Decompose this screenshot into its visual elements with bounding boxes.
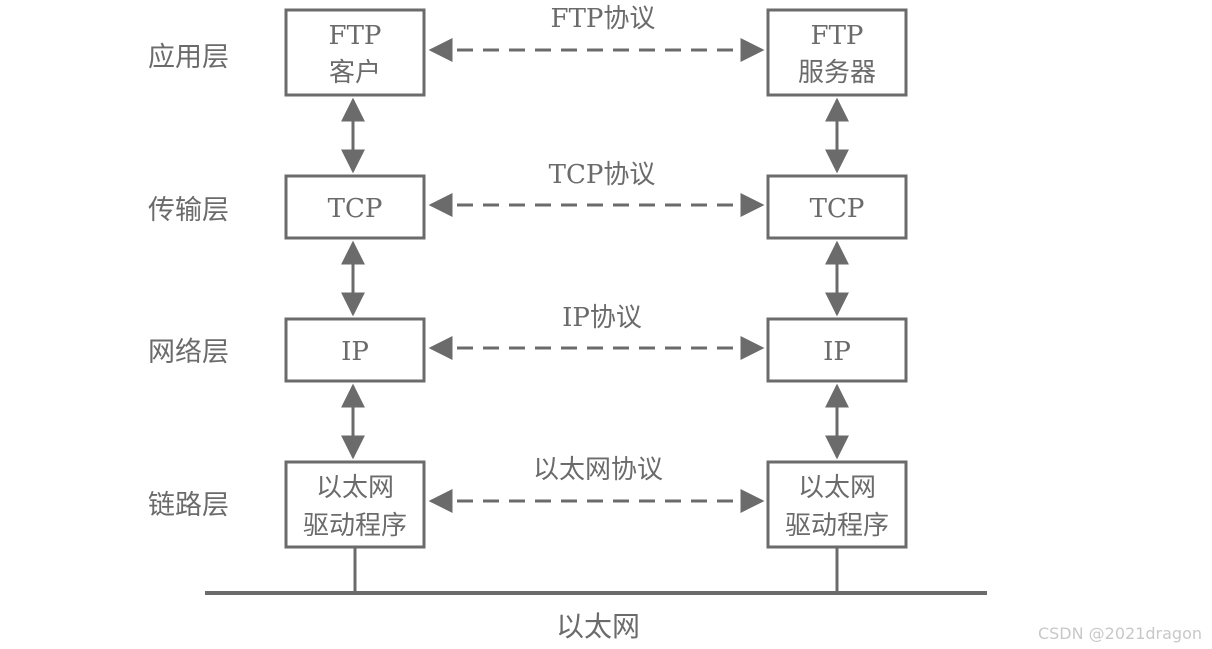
protocol-label-ftp: FTP协议	[551, 4, 656, 34]
protocol-label-ethernet: 以太网协议	[533, 455, 663, 485]
ethernet-driver-right-line2: 驱动程序	[785, 511, 889, 541]
tcp-left-text: TCP	[328, 194, 383, 224]
ftp-client-line2: 客户	[329, 58, 381, 88]
tcp-left-box	[284, 174, 426, 240]
ethernet-driver-left-line2: 驱动程序	[303, 511, 407, 541]
protocol-label-ip: IP协议	[562, 303, 642, 333]
layer-label-application: 应用层	[148, 42, 229, 73]
watermark: CSDN @2021dragon	[1037, 624, 1202, 643]
ethernet-driver-left-line1: 以太网	[316, 473, 394, 503]
ftp-server-box	[766, 8, 908, 97]
ip-left-box	[284, 317, 426, 383]
tcp-right-text: TCP	[810, 194, 865, 224]
ftp-server-line1: FTP	[811, 21, 864, 51]
protocol-label-tcp: TCP协议	[549, 160, 656, 190]
ftp-client-box	[284, 8, 426, 97]
ftp-client-line1: FTP	[329, 21, 382, 51]
layer-label-link: 链路层	[148, 490, 229, 521]
layer-label-network: 网络层	[148, 337, 229, 368]
tcp-right-box	[766, 174, 908, 240]
ip-right-box	[766, 317, 908, 383]
layer-label-transport: 传输层	[148, 195, 229, 226]
ftp-server-line2: 服务器	[798, 58, 876, 88]
ethernet-driver-right-line1: 以太网	[798, 473, 876, 503]
ip-right-text: IP	[823, 337, 851, 367]
ip-left-text: IP	[341, 337, 369, 367]
ethernet-bus-label: 以太网	[556, 610, 640, 643]
